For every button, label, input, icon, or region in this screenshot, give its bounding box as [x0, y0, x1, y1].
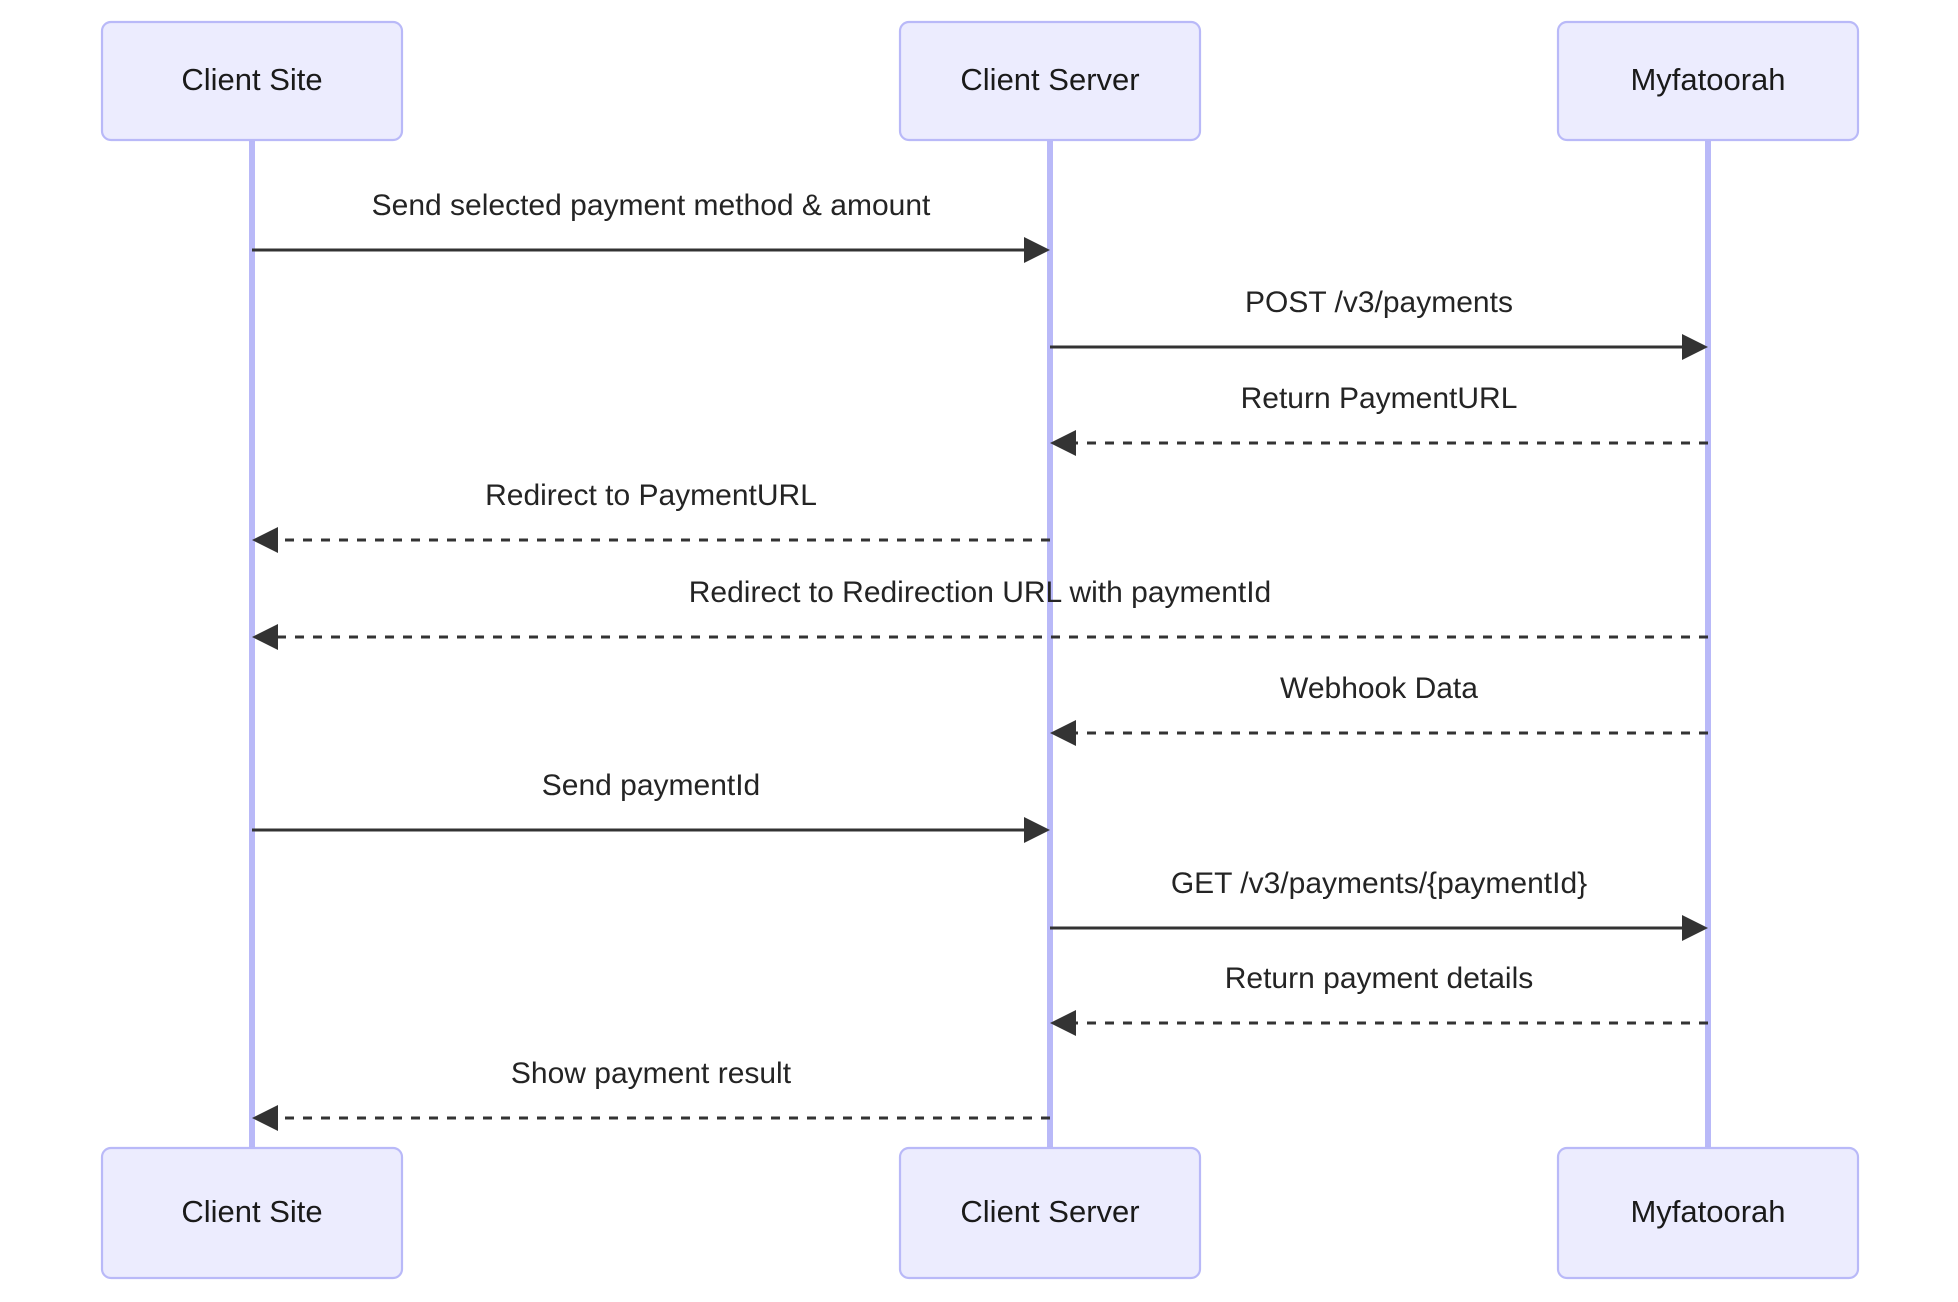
actor-box-client_server-top — [898, 20, 1202, 142]
message-6-response[interactable]: Webhook Data — [1050, 672, 1708, 746]
message-5-response[interactable]: Redirect to Redirection URL with payment… — [252, 576, 1708, 650]
message-4-response[interactable]: Redirect to PaymentURL — [252, 479, 1050, 553]
message-label-3: Return PaymentURL — [1241, 382, 1518, 415]
actor-label-client_server-top: Client Server — [960, 62, 1139, 97]
actors-bottom-group: Client Site Client Server Myfatoorah — [100, 1146, 1860, 1280]
actor-box-client_site-top — [100, 20, 404, 142]
message-7-request[interactable]: Send paymentId — [252, 769, 1050, 843]
actor-box-client_server-bottom — [898, 1146, 1202, 1280]
arrowhead-7 — [1024, 817, 1050, 843]
arrowhead-10 — [252, 1105, 278, 1131]
message-label-1: Send selected payment method & amount — [372, 189, 931, 222]
arrowhead-4 — [252, 527, 278, 553]
actor-myfatoorah-bottom[interactable]: Myfatoorah — [1556, 1146, 1860, 1280]
actor-client_site-bottom[interactable]: Client Site — [100, 1146, 404, 1280]
arrowhead-5 — [252, 624, 278, 650]
actor-label-client_server-bottom: Client Server — [960, 1194, 1139, 1229]
lifelines-group — [249, 140, 1711, 1148]
message-label-5: Redirect to Redirection URL with payment… — [689, 576, 1271, 609]
actor-label-myfatoorah-bottom: Myfatoorah — [1630, 1194, 1785, 1229]
arrowhead-1 — [1024, 237, 1050, 263]
message-9-response[interactable]: Return payment details — [1050, 962, 1708, 1036]
messages-group: Send selected payment method & amountPOS… — [252, 189, 1708, 1131]
arrowhead-6 — [1050, 720, 1076, 746]
actor-label-myfatoorah-top: Myfatoorah — [1630, 62, 1785, 97]
actor-label-client_site-top: Client Site — [181, 62, 322, 97]
actor-client_server-top[interactable]: Client Server — [898, 20, 1202, 142]
actors-top-group: Client Site Client Server Myfatoorah — [100, 20, 1860, 142]
actor-myfatoorah-top[interactable]: Myfatoorah — [1556, 20, 1860, 142]
actor-box-myfatoorah-bottom — [1556, 1146, 1860, 1280]
message-label-7: Send paymentId — [542, 769, 760, 802]
message-label-8: GET /v3/payments/{paymentId} — [1171, 867, 1587, 900]
arrowhead-2 — [1682, 334, 1708, 360]
arrowhead-8 — [1682, 915, 1708, 941]
message-label-10: Show payment result — [511, 1057, 792, 1090]
actor-label-client_site-bottom: Client Site — [181, 1194, 322, 1229]
message-label-2: POST /v3/payments — [1245, 286, 1513, 319]
actor-box-myfatoorah-top — [1556, 20, 1860, 142]
message-3-response[interactable]: Return PaymentURL — [1050, 382, 1708, 456]
message-2-request[interactable]: POST /v3/payments — [1050, 286, 1708, 360]
actor-client_server-bottom[interactable]: Client Server — [898, 1146, 1202, 1280]
actor-client_site-top[interactable]: Client Site — [100, 20, 404, 142]
message-10-response[interactable]: Show payment result — [252, 1057, 1050, 1131]
actor-box-client_site-bottom — [100, 1146, 404, 1280]
message-label-4: Redirect to PaymentURL — [485, 479, 817, 512]
message-label-6: Webhook Data — [1280, 672, 1478, 705]
message-label-9: Return payment details — [1225, 962, 1534, 995]
arrowhead-3 — [1050, 430, 1076, 456]
message-1-request[interactable]: Send selected payment method & amount — [252, 189, 1050, 263]
arrowhead-9 — [1050, 1010, 1076, 1036]
message-8-request[interactable]: GET /v3/payments/{paymentId} — [1050, 867, 1708, 941]
